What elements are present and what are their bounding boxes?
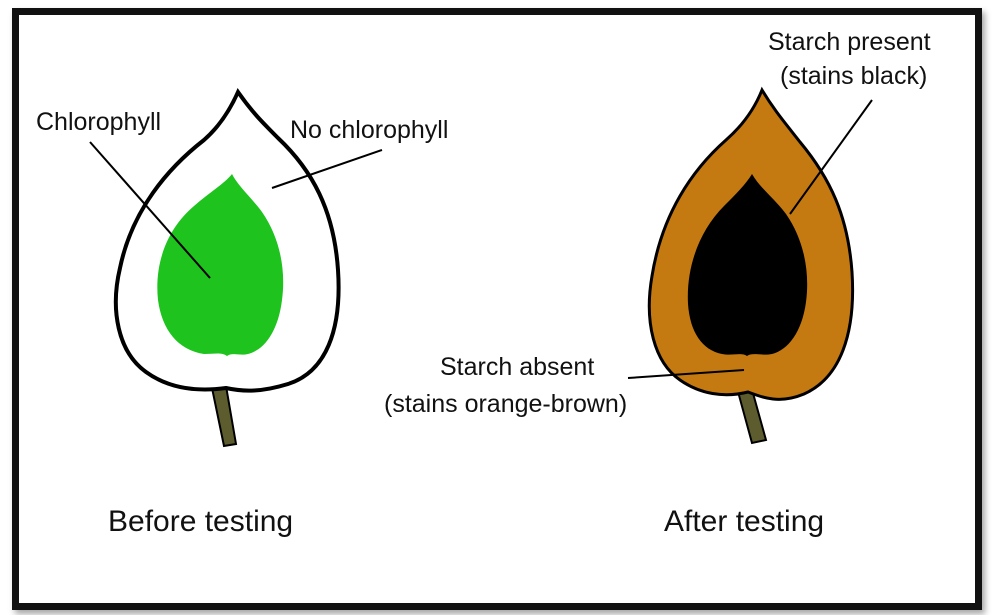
before-testing-caption: Before testing xyxy=(108,505,293,538)
starch-present-label: Starch present xyxy=(768,28,931,56)
before-leaf-stalk xyxy=(212,386,236,446)
starch-absent-label: Starch absent xyxy=(440,353,594,381)
before-leaf-group xyxy=(116,92,339,446)
starch-present-sublabel: (stains black) xyxy=(780,62,927,90)
starch-absent-sublabel: (stains orange-brown) xyxy=(384,390,627,418)
after-testing-caption: After testing xyxy=(664,505,824,538)
after-leaf-group xyxy=(649,90,852,443)
no-chlorophyll-label: No chlorophyll xyxy=(290,116,448,144)
chlorophyll-label: Chlorophyll xyxy=(36,108,161,136)
